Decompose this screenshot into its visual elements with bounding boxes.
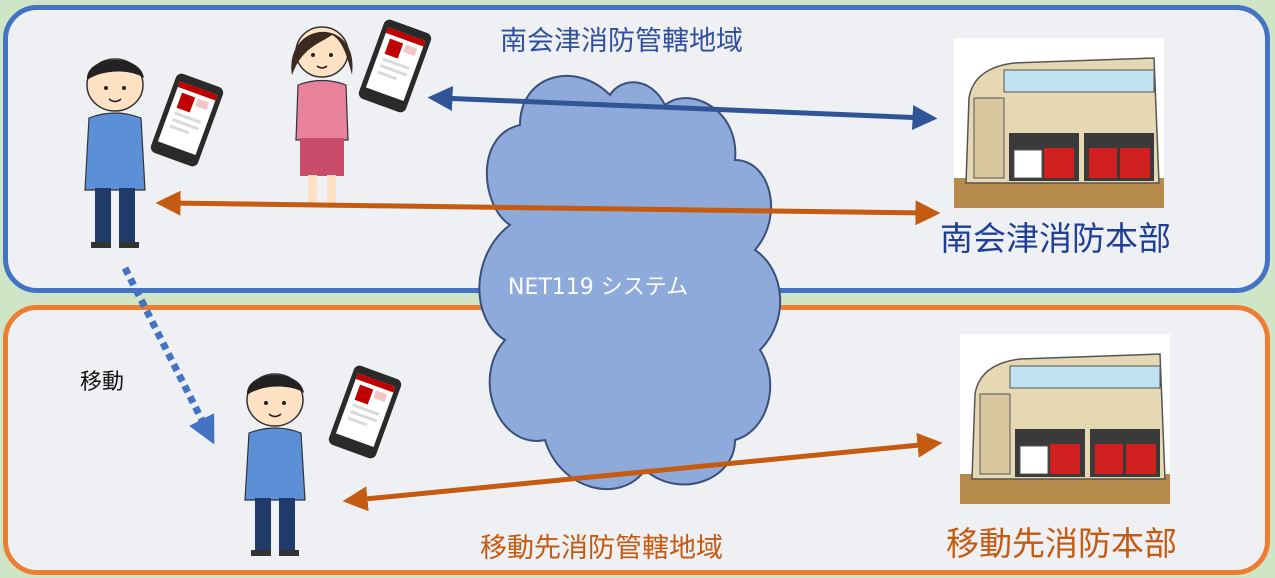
arrow-moved-user-to-hq-top bbox=[155, 190, 941, 226]
hq-top-label: 南会津消防本部 bbox=[940, 219, 1171, 258]
cloud-label: NET119 システム bbox=[508, 275, 689, 300]
arrow-user-to-hq-top bbox=[427, 86, 938, 130]
hq-bottom-label: 移動先消防本部 bbox=[946, 524, 1177, 563]
person-man-icon bbox=[84, 58, 146, 248]
region-top-title: 南会津消防管轄地域 bbox=[500, 26, 743, 57]
move-arrow bbox=[121, 266, 215, 445]
person-woman-icon bbox=[291, 26, 353, 205]
region-bottom-title: 移動先消防管轄地域 bbox=[480, 533, 723, 564]
person-man-icon bbox=[244, 373, 306, 556]
arrow-user-to-hq-bottom bbox=[342, 432, 943, 512]
move-label: 移動 bbox=[80, 370, 125, 395]
